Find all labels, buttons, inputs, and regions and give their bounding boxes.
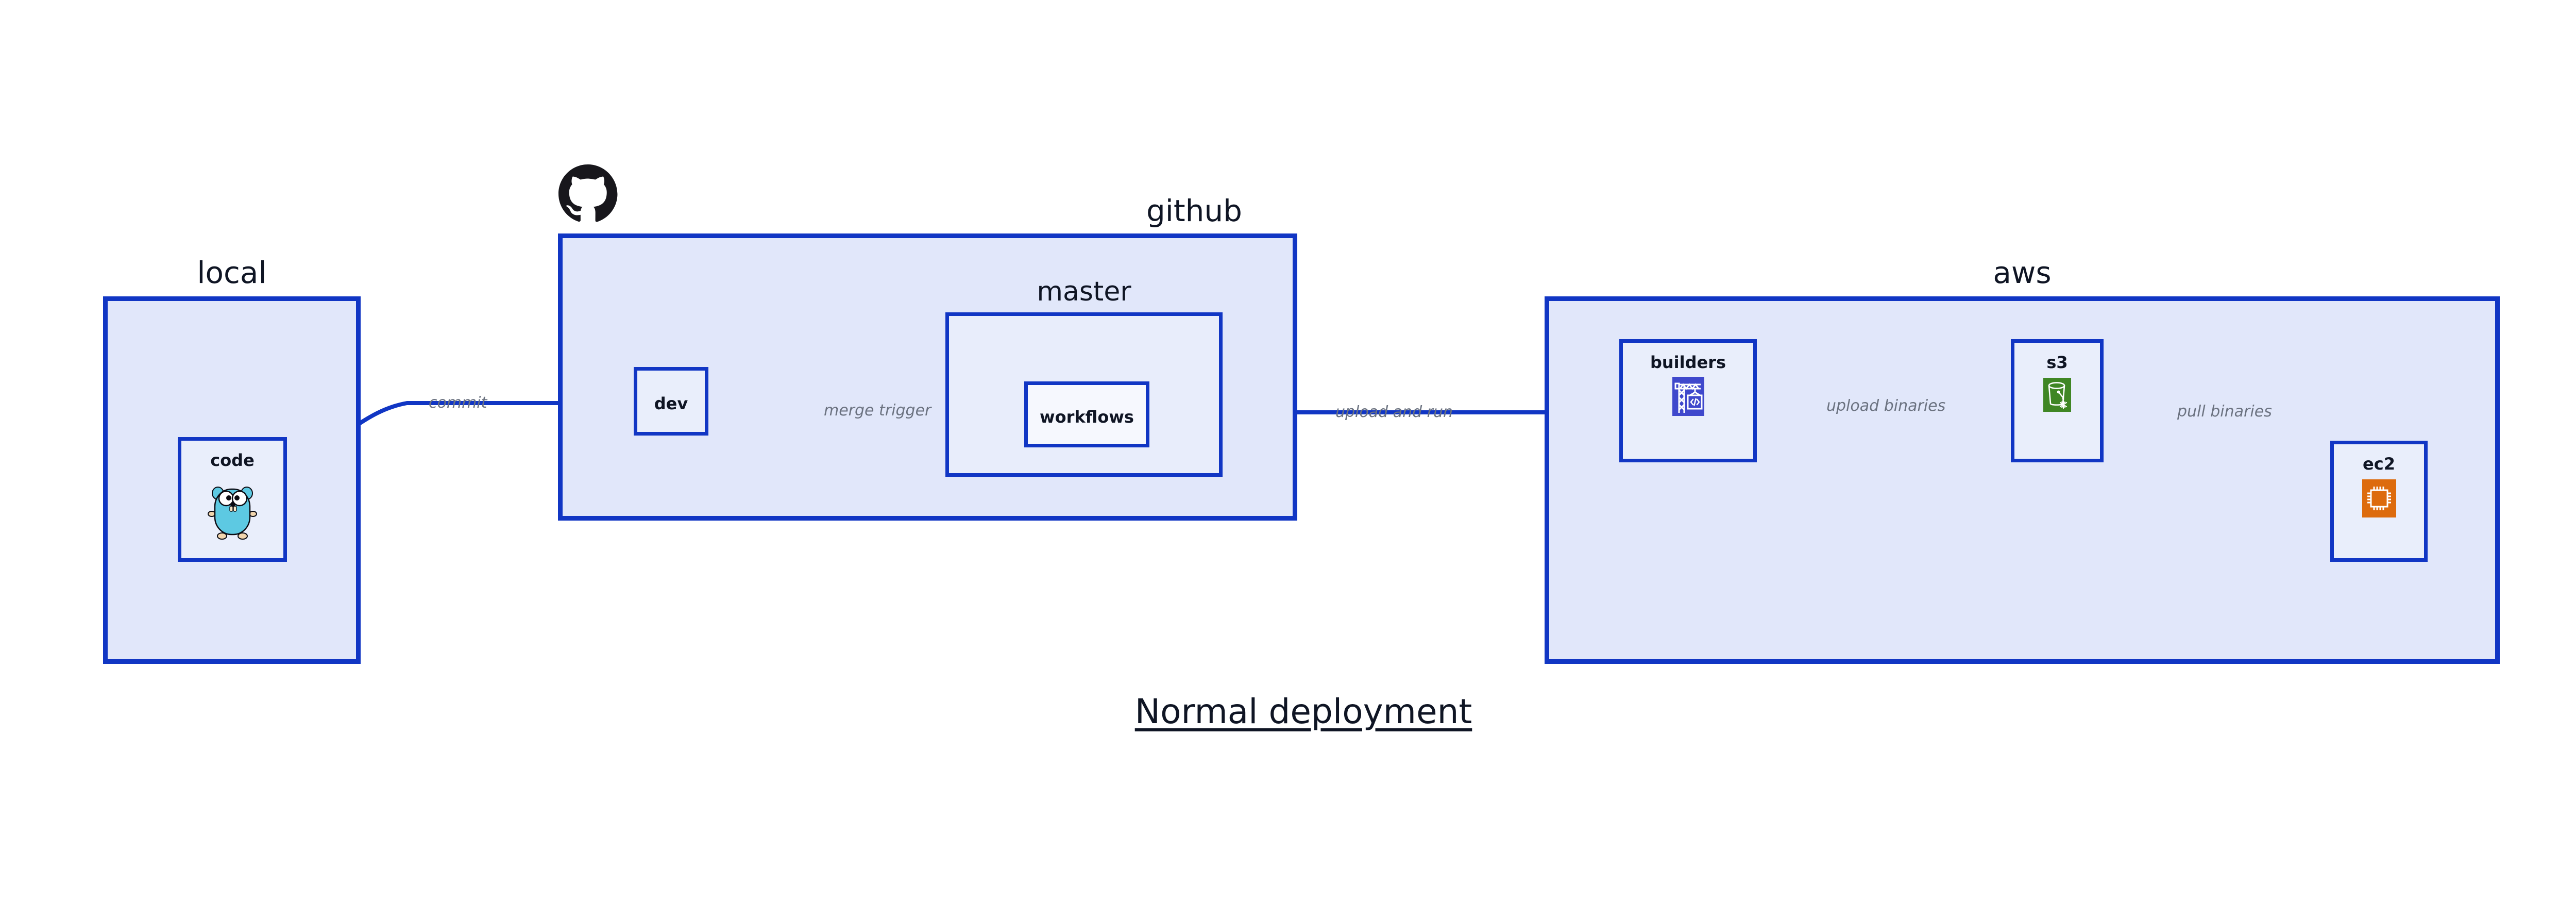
- node-ec2[interactable]: ec2: [2330, 441, 2428, 562]
- go-gopher-icon: [207, 482, 258, 541]
- edge-label-commit: commit: [429, 394, 487, 412]
- group-local[interactable]: [103, 296, 361, 664]
- node-label-ec2: ec2: [2363, 454, 2395, 474]
- edge-label-pull-binaries: pull binaries: [2175, 404, 2274, 420]
- node-workflows[interactable]: workflows: [1024, 381, 1149, 447]
- node-s3[interactable]: s3: [2011, 339, 2104, 462]
- node-label-s3: s3: [2046, 353, 2068, 372]
- edge-label-upload-and-run: upload and run: [1335, 403, 1453, 421]
- group-label-local: local: [197, 255, 267, 290]
- page-title: Normal deployment: [1134, 692, 1472, 731]
- aws-s3-bucket-snowflake-icon: [2043, 378, 2071, 412]
- node-label-code: code: [210, 450, 255, 470]
- node-label-workflows: workflows: [1040, 407, 1134, 427]
- node-label-builders: builders: [1650, 353, 1726, 372]
- node-dev[interactable]: dev: [634, 367, 708, 436]
- aws-codebuild-crane-icon: [1672, 377, 1704, 416]
- node-builders[interactable]: builders: [1619, 339, 1757, 462]
- edge-label-upload-binaries: upload binaries: [1824, 398, 1948, 414]
- github-octocat-icon: [556, 162, 619, 225]
- subgroup-label-master: master: [1037, 276, 1131, 307]
- aws-ec2-chip-icon: [2362, 479, 2396, 517]
- edge-label-merge-trigger: merge trigger: [822, 403, 934, 419]
- node-code[interactable]: code: [178, 437, 287, 562]
- group-label-github: github: [1146, 193, 1242, 228]
- node-label-dev: dev: [654, 394, 688, 413]
- group-label-aws: aws: [1993, 255, 2052, 290]
